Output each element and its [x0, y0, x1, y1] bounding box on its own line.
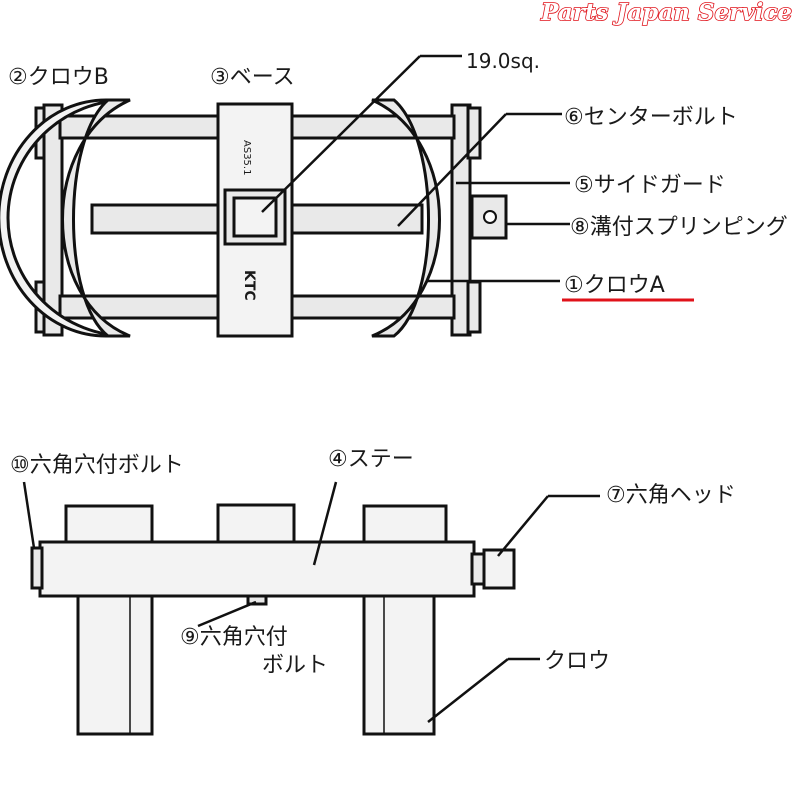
leader-bolt-10 [22, 481, 36, 549]
label-spring-ring: ⑧溝付スプリンピング [570, 215, 788, 240]
right-bolt-bottom [466, 280, 482, 334]
stay-bar [38, 540, 476, 598]
spring-ring [483, 210, 497, 224]
brand-logo: Parts Japan Service [540, 0, 792, 26]
label-base: ③ベース [210, 65, 295, 90]
left-bolt-head [30, 546, 44, 590]
label-claw-a: ①クロウA [564, 273, 665, 298]
ktc-logo: KTC [241, 270, 257, 301]
leader-center-bolt [397, 113, 507, 227]
claw-b-outline [61, 98, 131, 338]
base-marking: AS35.1 [241, 140, 252, 175]
leader-claw [427, 658, 509, 723]
label-hex-socket-bolt-9-line1: ⑨六角穴付 [180, 625, 288, 650]
left-claw-body [64, 504, 154, 736]
label-hex-socket-bolt-10: ⑩六角穴付ボルト [10, 453, 184, 478]
leader-bolt-9 [197, 600, 257, 628]
center-block [216, 503, 296, 545]
leader-square-drive [261, 55, 421, 213]
label-stay: ④ステー [328, 447, 414, 472]
label-hex-socket-bolt-9-line2: ボルト [262, 653, 328, 678]
label-claw: クロウ [544, 649, 610, 674]
right-side-guard [450, 103, 472, 337]
claw-a-arc [371, 98, 441, 338]
label-square-drive: 19.0sq. [466, 49, 540, 73]
label-claw-b: ②クロウB [8, 65, 109, 90]
label-center-bolt: ⑥センターボルト [564, 105, 738, 130]
top-view: AS35.1 KTC ②クロウB ③ベース 19.0sq. ⑥センターボルト ⑤… [0, 49, 788, 338]
side-view: ⑩六角穴付ボルト ④ステー ⑦六角ヘッド ⑨六角穴付 ボルト クロウ [10, 447, 736, 736]
small-hex-bolt [246, 594, 268, 606]
leader-hex-head [497, 495, 549, 557]
leader-stay [312, 481, 338, 566]
label-hex-head: ⑦六角ヘッド [606, 483, 736, 508]
right-claw-body [362, 504, 448, 736]
label-side-guard: ⑤サイドガード [574, 173, 726, 198]
